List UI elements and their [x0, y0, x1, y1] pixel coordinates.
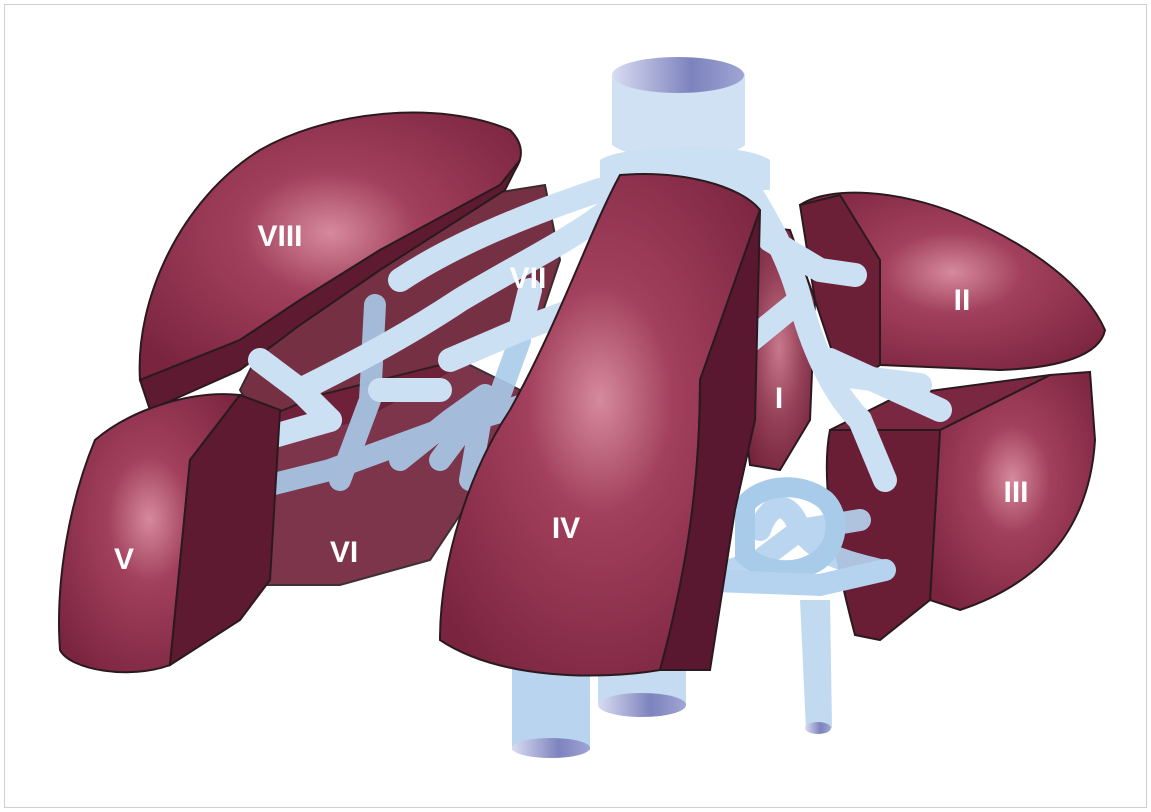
segment-label-vi: VI	[330, 536, 358, 569]
segment-label-iii: III	[1003, 476, 1028, 509]
segment-label-vii: VII	[510, 262, 547, 295]
segment-label-v: V	[114, 543, 134, 576]
segment-label-viii: VIII	[257, 220, 302, 253]
hepatic-vein-trunk	[600, 57, 770, 190]
segment-label-ii: II	[954, 284, 971, 317]
segment-label-iv: IV	[552, 512, 580, 545]
segment-label-i: I	[775, 382, 783, 415]
